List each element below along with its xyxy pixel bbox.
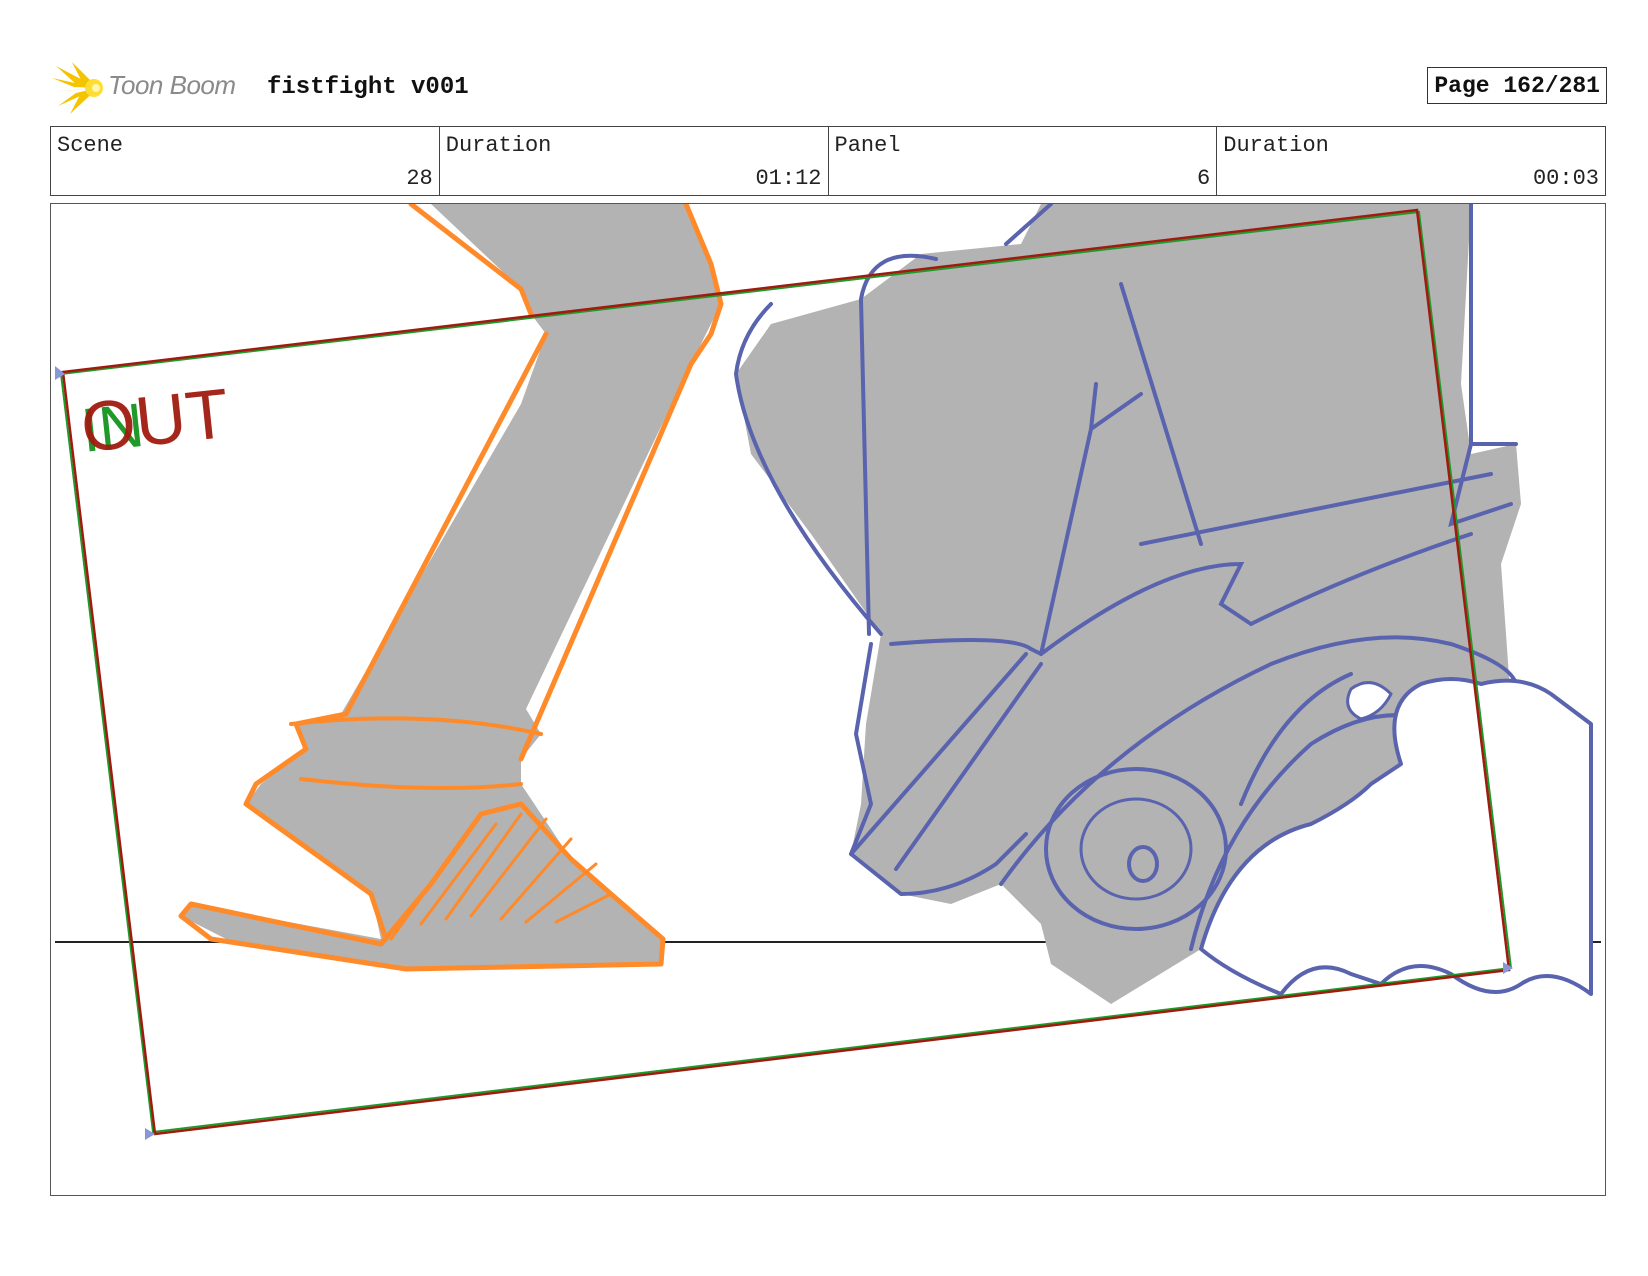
panel-duration-value: 00:03 — [1532, 166, 1599, 191]
storyboard-panel: IN OUT — [50, 203, 1606, 1196]
logo-text: Toon Boom — [108, 70, 236, 100]
panel-duration-label: Duration — [1223, 133, 1329, 158]
out-mark: OUT — [77, 374, 232, 467]
scene-cell: Scene 28 — [51, 127, 439, 195]
panel-cell: Panel 6 — [827, 127, 1217, 195]
scene-info-table: Scene 28 Duration 01:12 Panel 6 Duration… — [50, 126, 1606, 196]
panel-value: 6 — [1197, 166, 1211, 191]
page-number: Page 162/281 — [1427, 67, 1607, 104]
in-mark: IN — [78, 391, 147, 466]
scene-label: Scene — [57, 133, 124, 158]
scene-duration-cell: Duration 01:12 — [438, 127, 828, 195]
panel-drawing: IN OUT — [55, 204, 1601, 1140]
blue-figure-sketch — [734, 204, 1593, 1004]
starburst-icon — [52, 62, 103, 114]
frame-corner-marker — [1503, 962, 1513, 974]
project-title: fistfight v001 — [267, 74, 469, 101]
scene-duration-label: Duration — [445, 133, 552, 158]
page-header: Toon Boom fistfight v001 Page 162/281 — [52, 58, 1607, 118]
scene-duration-value: 01:12 — [755, 166, 822, 191]
panel-label: Panel — [834, 133, 901, 158]
frame-corner-marker — [145, 1128, 155, 1140]
panel-duration-cell: Duration 00:03 — [1216, 127, 1605, 195]
orange-leg-sketch — [178, 204, 724, 972]
toon-boom-logo: Toon Boom — [52, 58, 257, 114]
frame-corner-marker — [55, 366, 65, 380]
scene-value: 28 — [406, 166, 433, 191]
